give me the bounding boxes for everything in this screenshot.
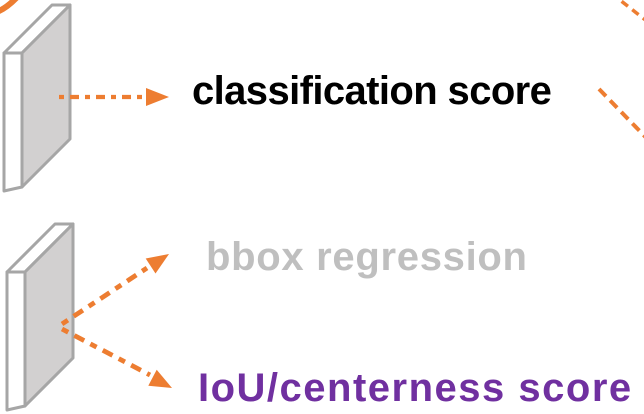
iou-centerness-score-label: IoU/centerness score	[198, 366, 633, 410]
classification-score-label: classification score	[192, 69, 552, 113]
arrowhead	[148, 369, 172, 388]
clipped-dashed-line-top-right	[617, 0, 644, 22]
bbox-regression-label: bbox regression	[206, 235, 528, 279]
slab-front-face	[2, 51, 24, 193]
arrow-dashed-line	[60, 265, 149, 327]
arrowhead	[146, 88, 169, 106]
corner-curve-arrow-tail	[0, 0, 19, 14]
arrowhead	[145, 254, 169, 274]
arrow-to-bbox-regression	[60, 254, 169, 327]
slab-side-face	[23, 222, 75, 408]
arrow-to-iou-score	[60, 326, 172, 388]
feature-map-slab-bottom	[5, 222, 75, 412]
slab-front-face	[5, 270, 27, 412]
feature-map-slab-top	[2, 3, 72, 193]
arrow-to-classification	[59, 88, 169, 106]
slab-side-face	[20, 3, 72, 189]
clipped-dashed-line-mid-right	[597, 87, 644, 139]
arrow-dashed-line	[60, 326, 152, 378]
